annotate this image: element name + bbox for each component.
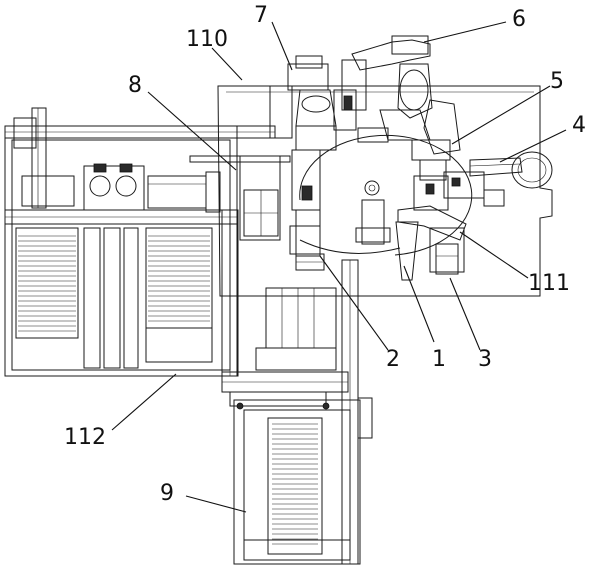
bottom-magazine-slats	[272, 423, 318, 545]
callout-9: 9	[160, 481, 174, 506]
callout-110: 110	[186, 27, 228, 52]
left-magazine-slats	[18, 235, 76, 332]
right-magazine-slats	[148, 235, 210, 322]
callout-111: 111	[528, 271, 570, 296]
callout-4: 4	[572, 113, 586, 138]
robot-arm-6	[333, 35, 433, 143]
lower-stacker-9	[221, 259, 373, 565]
feeder-conveyor	[189, 155, 291, 241]
callout-labels: 110 7 8 6 5 4 111 2 1 3 112 9	[64, 3, 586, 506]
callout-6: 6	[512, 7, 526, 32]
rotary-table	[299, 134, 473, 281]
leader-lines	[111, 21, 567, 513]
callout-8: 8	[128, 73, 142, 98]
callout-3: 3	[478, 347, 492, 372]
callout-7: 7	[254, 3, 268, 28]
callout-1: 1	[432, 347, 446, 372]
base-platform	[217, 85, 553, 297]
callout-5: 5	[550, 69, 564, 94]
callout-2: 2	[386, 347, 400, 372]
station-5	[411, 99, 461, 181]
callout-112: 112	[64, 425, 106, 450]
station-3	[397, 175, 467, 275]
vibratory-feeder-4	[443, 151, 553, 207]
station-7-robot	[269, 55, 337, 257]
left-stacker-station	[4, 107, 276, 377]
